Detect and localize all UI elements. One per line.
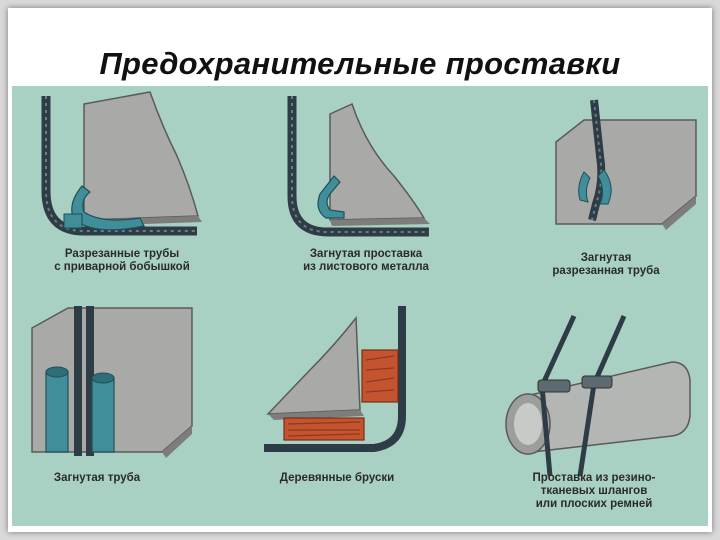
caption-bent-sheet-spacer: Загнутая проставка из листового металла: [266, 248, 466, 274]
figure-bent-pipe: Загнутая труба: [12, 306, 244, 526]
caption-line: с приварной бобышкой: [54, 261, 190, 273]
rubber-hose-spacer-illustration: [505, 314, 691, 477]
caption-line: Разрезанные трубы: [64, 248, 180, 260]
illustration-panel: Разрезанные трубы с приварной бобышкой З…: [12, 86, 708, 526]
caption-line: разрезанная труба: [552, 265, 660, 277]
caption-bent-pipe: Загнутая труба: [12, 472, 182, 485]
caption-wooden-bars: Деревянные бруски: [244, 472, 430, 485]
caption-line: из листового металла: [303, 261, 429, 273]
cut-pipe-boss-illustration: [41, 91, 202, 236]
figure-cut-pipe-boss: Разрезанные трубы с приварной бобышкой: [12, 86, 244, 306]
caption-cut-pipe-boss: Разрезанные трубы с приварной бобышкой: [22, 248, 222, 274]
figure-bent-cut-pipe: Загнутая разрезанная труба: [476, 86, 708, 306]
caption-bent-cut-pipe: Загнутая разрезанная труба: [506, 252, 706, 278]
figure-bent-sheet-spacer: Загнутая проставка из листового металла: [244, 86, 476, 306]
bent-sheet-spacer-illustration: [287, 96, 430, 237]
figure-wooden-bars: Деревянные бруски: [244, 306, 476, 526]
caption-line: Загнутая труба: [53, 472, 141, 484]
caption-line: Деревянные бруски: [279, 472, 395, 484]
caption-line: тканевых шлангов: [540, 485, 648, 497]
caption-rubber-hose-spacer: Проставка из резино- тканевых шлангов ил…: [490, 472, 698, 511]
bent-cut-pipe-illustration: [555, 99, 697, 230]
caption-line: Загнутая: [580, 252, 632, 264]
bent-pipe-illustration: [31, 306, 193, 458]
wooden-bars-illustration: [264, 306, 406, 452]
figure-rubber-hose-spacer: Проставка из резино- тканевых шлангов ил…: [476, 306, 708, 526]
caption-line: или плоских ремней: [535, 498, 653, 510]
caption-line: Загнутая проставка: [309, 248, 423, 260]
caption-line: Проставка из резино-: [532, 472, 656, 484]
slide-title: Предохранительные проставки: [99, 46, 621, 81]
